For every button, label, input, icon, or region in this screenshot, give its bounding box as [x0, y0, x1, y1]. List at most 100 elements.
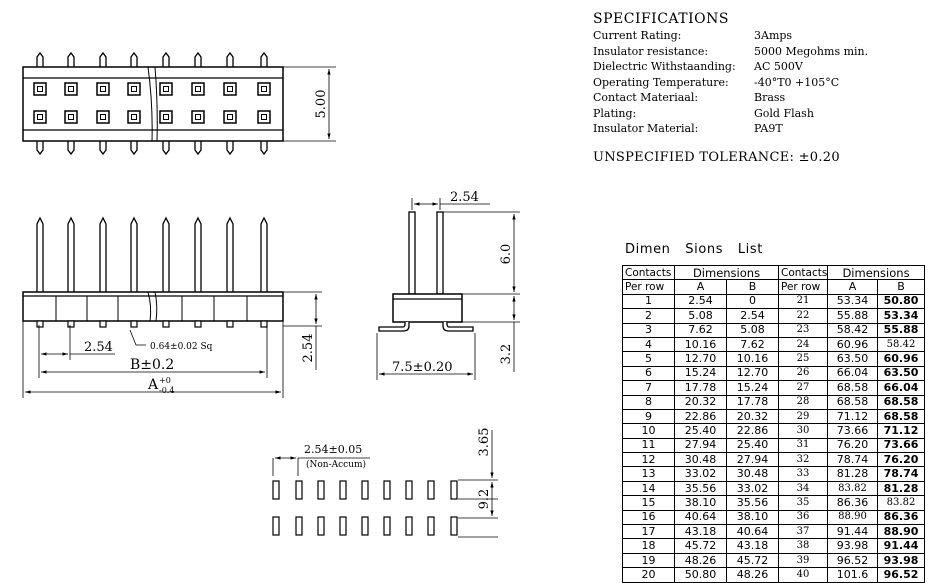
front-pitch-dim: 2.54 — [84, 340, 113, 355]
table-cell-n1: 15 — [622, 495, 675, 511]
table-cell-a1: 38.10 — [674, 495, 727, 511]
table-cell-n2: 26 — [778, 365, 828, 382]
table-cell-b2: 91.44 — [877, 538, 925, 554]
table-cell-a1: 33.02 — [674, 466, 727, 482]
table-cell-b2: 63.50 — [877, 365, 925, 382]
pin-foot — [67, 320, 75, 328]
table-cell-a2: 86.36 — [827, 495, 878, 511]
footprint-pad — [405, 516, 413, 536]
spec-value: PA9T — [754, 122, 783, 135]
pin-foot — [260, 320, 268, 328]
table-cell-n2: 35 — [778, 495, 828, 511]
front-pin-square-dim: 0.64±0.02 Sq — [150, 342, 213, 352]
table-cell-b2: 66.04 — [877, 380, 925, 396]
table-cell-b1: 45.72 — [726, 552, 779, 569]
contact-square-inner — [163, 114, 169, 120]
header-col-b-2: B — [877, 279, 925, 295]
footprint-pad — [272, 516, 280, 536]
footprint-pad — [450, 516, 458, 536]
table-cell-a1: 27.94 — [674, 437, 727, 454]
side-view-housing — [392, 293, 463, 323]
contact-square-inner — [100, 114, 106, 120]
pin-tip — [226, 141, 234, 156]
footprint-pad — [317, 516, 325, 536]
specifications-title: SPECIFICATIONS — [593, 11, 729, 27]
contact-square-inner — [68, 86, 74, 92]
table-cell-a1: 12.70 — [674, 351, 727, 367]
spec-label: Operating Temperature: — [593, 75, 729, 89]
spec-value: Gold Flash — [754, 106, 814, 120]
dimensions-table: Contacts Dimensions Contacts Dimensions … — [622, 264, 925, 583]
table-cell-b1: 22.86 — [726, 423, 779, 439]
pin-tip — [194, 141, 202, 156]
contact-square-inner — [195, 114, 201, 120]
spec-value: 3Amps — [754, 29, 793, 42]
contact-square — [127, 110, 141, 124]
footprint-pad — [295, 516, 303, 536]
table-cell-n2: 38 — [778, 538, 828, 554]
front-b-dim: B±0.2 — [130, 357, 174, 373]
pin — [226, 216, 234, 292]
pin-tip — [162, 141, 170, 156]
table-cell-b2: 86.36 — [877, 509, 925, 526]
contact-square-inner — [68, 114, 74, 120]
spec-value: AC 500V — [754, 60, 803, 73]
table-cell-b2: 68.58 — [877, 394, 925, 410]
contact-square — [33, 110, 47, 124]
spec-row: Dielectric Withstaanding: AC 500V — [593, 59, 923, 75]
table-cell-b1: 15.24 — [726, 380, 779, 396]
table-cell-a1: 43.18 — [674, 524, 727, 540]
pin-tip — [99, 51, 107, 67]
footprint-pad — [317, 480, 325, 500]
table-cell-a2: 68.58 — [827, 380, 878, 396]
table-cell-n2: 29 — [778, 408, 828, 425]
table-cell-a1: 22.86 — [674, 408, 727, 425]
table-cell-a2: 53.34 — [827, 293, 878, 310]
table-cell-b2: 71.12 — [877, 423, 925, 439]
front-a-tol-lower: -0.4 — [159, 386, 174, 395]
footprint-pad — [339, 516, 347, 536]
table-cell-a2: 101.6 — [827, 567, 878, 583]
pin-foot — [162, 320, 170, 328]
table-cell-n1: 13 — [622, 466, 675, 482]
pin — [67, 216, 75, 292]
contact-square — [257, 82, 271, 96]
contact-square — [159, 110, 173, 124]
table-cell-n2: 21 — [778, 293, 828, 310]
pin-tip — [162, 51, 170, 67]
table-cell-b2: 93.98 — [877, 552, 925, 569]
table-cell-b1: 27.94 — [726, 452, 779, 468]
side-view — [376, 198, 520, 380]
spec-label: Dielectric Withstaanding: — [593, 60, 736, 73]
contact-square — [96, 82, 110, 96]
footprint-pad — [427, 480, 435, 500]
table-cell-b2: 81.28 — [877, 480, 925, 497]
pin-foot — [226, 320, 234, 328]
table-cell-b1: 0 — [726, 293, 779, 310]
header-dimensions-2: Dimensions — [827, 264, 925, 281]
table-cell-n2: 33 — [778, 466, 828, 482]
pin — [194, 216, 202, 292]
table-cell-n2: 30 — [778, 423, 828, 439]
pin — [260, 216, 268, 292]
table-cell-b1: 40.64 — [726, 524, 779, 540]
front-height-dim: 2.54 — [301, 334, 316, 363]
table-cell-a1: 15.24 — [674, 365, 727, 382]
table-cell-a2: 60.96 — [827, 336, 878, 353]
table-cell-n1: 4 — [622, 336, 675, 353]
table-cell-n1: 10 — [622, 423, 675, 439]
contact-square — [64, 82, 78, 96]
front-view — [22, 216, 322, 398]
table-cell-b2: 76.20 — [877, 452, 925, 468]
table-cell-n2: 24 — [778, 336, 828, 353]
pin-tip — [130, 141, 138, 156]
spec-label: Plating: — [593, 106, 637, 120]
